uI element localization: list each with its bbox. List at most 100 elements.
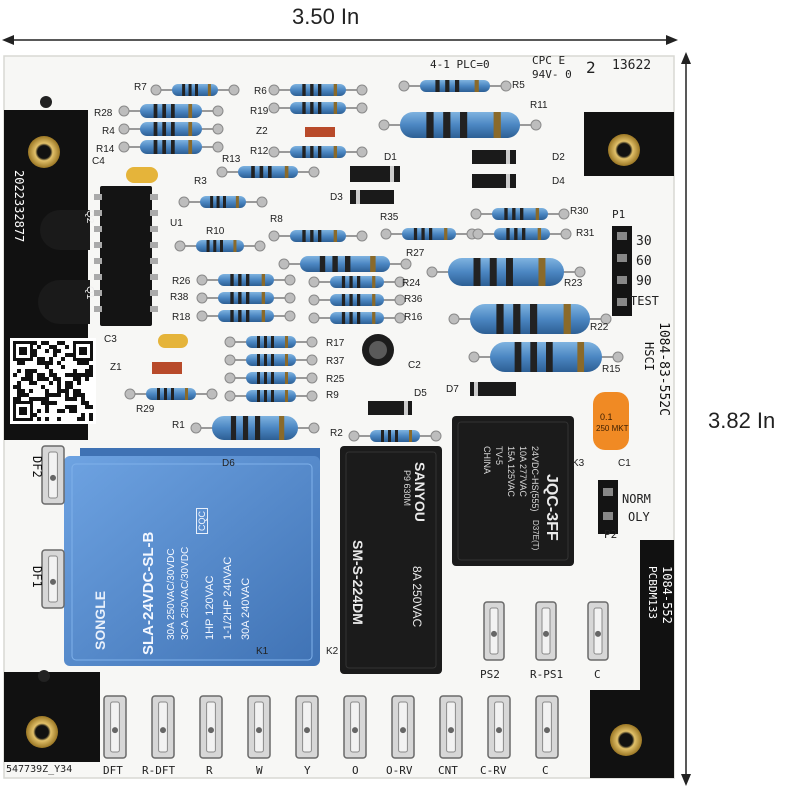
df-terminals bbox=[41, 445, 65, 609]
label-r37: R37 bbox=[326, 356, 345, 367]
resistor bbox=[468, 342, 624, 372]
spade-terminal bbox=[487, 695, 511, 759]
label-r1: R1 bbox=[172, 420, 185, 431]
p1-label: P1 bbox=[612, 208, 626, 221]
label-d3: D3 bbox=[330, 192, 343, 203]
spade-terminal bbox=[103, 695, 127, 759]
diode-d5 bbox=[368, 401, 412, 415]
label-u1: U1 bbox=[170, 218, 183, 229]
diode-d1 bbox=[350, 166, 400, 182]
model-code-b: HSCI bbox=[642, 342, 656, 371]
header-code-b: CPC E bbox=[532, 54, 566, 67]
terminal-label-r-ps1: R-PS1 bbox=[530, 668, 564, 681]
k1-cert: CQC bbox=[196, 508, 208, 534]
resistor bbox=[216, 166, 320, 178]
black-pad-regions bbox=[4, 110, 674, 778]
spade-terminal bbox=[483, 601, 505, 661]
resistor bbox=[124, 388, 218, 400]
k2-rating: 8A 250VAC bbox=[410, 566, 424, 628]
label-d5: D5 bbox=[414, 388, 427, 399]
diode-d7 bbox=[470, 382, 516, 396]
k2-model: SM-S-224DM bbox=[350, 540, 366, 625]
label-r26: R26 bbox=[172, 276, 191, 287]
label-d1: D1 bbox=[384, 152, 397, 163]
k2-sub: P9 630M bbox=[402, 470, 412, 507]
resistor bbox=[378, 112, 542, 138]
transistor-q1 bbox=[38, 280, 90, 324]
df2-label: DF2 bbox=[30, 456, 44, 478]
terminal-label-o: O bbox=[352, 764, 359, 777]
relay-k1 bbox=[64, 448, 320, 666]
spade-terminal bbox=[535, 601, 557, 661]
terminal-label-y: Y bbox=[304, 764, 311, 777]
label-r38: R38 bbox=[170, 292, 189, 303]
zener-z2 bbox=[305, 127, 335, 137]
spade-terminal bbox=[295, 695, 319, 759]
width-dimension-arrow bbox=[2, 35, 678, 45]
resistor bbox=[268, 84, 368, 96]
capacitor-c2 bbox=[362, 334, 394, 366]
resistor bbox=[426, 258, 586, 286]
resistor bbox=[308, 276, 406, 288]
resistor bbox=[308, 294, 406, 306]
label-c1: C1 bbox=[618, 458, 631, 469]
resistor bbox=[196, 274, 296, 286]
resistor bbox=[174, 240, 266, 252]
k1-hp-c: 30A 240VAC bbox=[240, 577, 252, 640]
label-c4: C4 bbox=[92, 156, 105, 167]
c1-value: 0.1 bbox=[600, 412, 613, 422]
resistor bbox=[118, 122, 224, 136]
spade-terminal bbox=[391, 695, 415, 759]
p1-option-test: TEST bbox=[630, 294, 659, 308]
capacitor-c4 bbox=[126, 167, 158, 183]
height-label: 3.82 In bbox=[708, 408, 776, 433]
p1-option-30: 30 bbox=[636, 234, 652, 249]
spade-terminal bbox=[41, 549, 65, 609]
label-r19: R19 bbox=[250, 106, 269, 117]
zener-z1 bbox=[152, 362, 182, 374]
part-code-a: 1084-552 bbox=[660, 566, 674, 624]
label-d4: D4 bbox=[552, 176, 565, 187]
label-r7: R7 bbox=[134, 82, 147, 93]
resistor bbox=[224, 354, 318, 366]
label-r10: R10 bbox=[206, 226, 225, 237]
bottom-code: 547739Z_Y34 bbox=[6, 764, 73, 775]
label-r25: R25 bbox=[326, 374, 345, 385]
k1-rating-b: 3CA 250VAC/30VDC bbox=[180, 546, 191, 640]
bottom-terminal-row bbox=[103, 695, 559, 759]
k3-line-d: TV-5 bbox=[494, 446, 504, 466]
label-r31: R31 bbox=[576, 228, 595, 239]
label-r14: R14 bbox=[96, 144, 115, 155]
resistor bbox=[268, 146, 368, 158]
resistor bbox=[268, 230, 368, 242]
k3-line-f: D37E(T) bbox=[531, 520, 540, 551]
resistor bbox=[224, 336, 318, 348]
resistor bbox=[224, 390, 318, 402]
resistor bbox=[118, 104, 224, 118]
resistor bbox=[398, 80, 512, 92]
label-r35: R35 bbox=[380, 212, 399, 223]
resistor bbox=[196, 310, 296, 322]
k1-brand: SONGLE bbox=[92, 590, 108, 650]
label-r5: R5 bbox=[512, 80, 525, 91]
k1-rating-a: 30A 250VAC/30VDC bbox=[166, 548, 177, 640]
right-terminal-row bbox=[483, 601, 609, 661]
mounting-holes bbox=[26, 96, 642, 756]
terminal-label-o-rv: O-RV bbox=[386, 764, 413, 777]
diode-d2 bbox=[472, 150, 516, 164]
spade-terminal bbox=[587, 601, 609, 661]
p1-option-60: 60 bbox=[636, 254, 652, 269]
label-k3: K3 bbox=[572, 458, 585, 469]
k3-line-c: 15A 125VAC bbox=[506, 446, 516, 497]
p2-option-norm: NORM bbox=[622, 492, 651, 506]
label-r30: R30 bbox=[570, 206, 589, 217]
header-code-c: 94V- 0 bbox=[532, 68, 572, 81]
label-z1: Z1 bbox=[110, 362, 122, 373]
terminal-label-c-right: C bbox=[594, 668, 601, 681]
p2-label: P2 bbox=[604, 528, 618, 541]
model-code-a: 1084-83-552C bbox=[656, 322, 671, 416]
label-r9: R9 bbox=[326, 390, 339, 401]
terminal-label-c-rv: C-RV bbox=[480, 764, 507, 777]
label-r13: R13 bbox=[222, 154, 241, 165]
